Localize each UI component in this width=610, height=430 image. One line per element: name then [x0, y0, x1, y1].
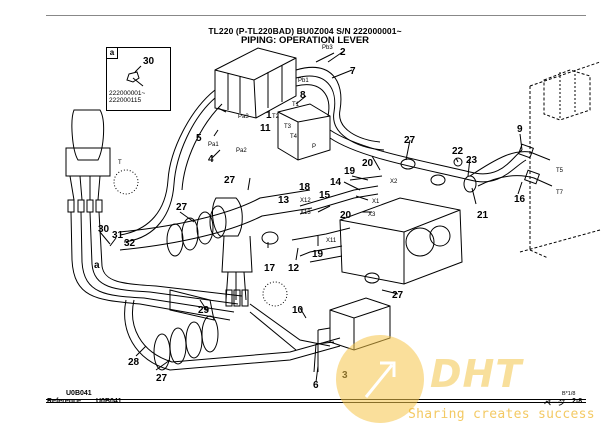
- callout-17: 17: [264, 263, 276, 274]
- callout-14: 14: [330, 177, 342, 188]
- callout-27b: 27: [224, 175, 236, 186]
- port-label-pb3: Pb3: [322, 45, 333, 51]
- port-label-t7: T7: [556, 190, 564, 196]
- callout-19a: 19: [344, 166, 356, 177]
- callout-30: 30: [98, 224, 110, 235]
- bolt-icon: [126, 65, 144, 87]
- callout-11: 11: [260, 123, 271, 134]
- callout-27d: 27: [392, 290, 404, 301]
- callout-23: 23: [466, 155, 478, 166]
- callout-15: 15: [319, 190, 331, 201]
- callout-20b: 20: [340, 210, 352, 221]
- callout-12: 12: [288, 263, 300, 274]
- callout-9: 9: [517, 124, 523, 135]
- callout-a: a: [94, 260, 100, 271]
- left-port-pattern: [113, 169, 139, 195]
- callout-16: 16: [514, 194, 526, 205]
- callout-13: 13: [278, 195, 290, 206]
- right-joystick-grip: [212, 197, 243, 237]
- pump-assembly: [339, 197, 463, 285]
- frame-bottom-line: [46, 399, 586, 400]
- footer-page-marker: B*1/8: [562, 391, 576, 397]
- frame-bottom-line-2: [46, 402, 586, 403]
- callouts: 1 2 3 4 5 6 7 8 9 10 11 12 13 14 15 16 1…: [94, 47, 526, 391]
- port-labels: Pb3 Pb1 Pa3 Pa1 Pa2 T1 T2 T3 T4 T5 T7 X1…: [118, 45, 564, 244]
- port-label-pb1: Pb1: [298, 78, 309, 84]
- right-port-pattern: [262, 281, 288, 307]
- port-label-x11: X11: [326, 238, 337, 244]
- port-label-t4: T4: [290, 134, 298, 140]
- port-label-x12: X12: [300, 198, 311, 204]
- callout-27e: 27: [156, 373, 168, 384]
- inset-serial-from: 222000001~: [109, 90, 146, 97]
- arrow-icon: [364, 361, 396, 398]
- port-label-t: T: [118, 160, 122, 166]
- callout-20a: 20: [362, 158, 374, 169]
- port-label-t5: T5: [556, 168, 564, 174]
- port-label-p: P: [312, 144, 316, 150]
- callout-29: 29: [198, 305, 210, 316]
- callout-32: 32: [124, 238, 136, 249]
- watermark-logo: DHT: [430, 352, 523, 396]
- callout-10: 10: [292, 305, 304, 316]
- callout-27a: 27: [404, 135, 416, 146]
- port-label-x13: X13: [300, 210, 311, 216]
- port-label-t2: T2: [272, 114, 280, 120]
- detail-inset: a 30 222000001~ 222000115: [106, 47, 171, 111]
- port-label-t1: T1: [292, 102, 300, 108]
- callout-31: 31: [112, 230, 124, 241]
- callout-21: 21: [477, 210, 489, 221]
- watermark-tagline: Sharing creates success: [408, 407, 595, 422]
- callout-6: 6: [313, 380, 319, 391]
- callout-1: 1: [266, 110, 272, 121]
- port-label-x1: X1: [372, 199, 380, 205]
- callout-4: 4: [208, 154, 214, 165]
- port-label-x3: X3: [368, 212, 376, 218]
- callout-2: 2: [340, 47, 346, 58]
- callout-28: 28: [128, 357, 140, 368]
- footer-code-top: U0B041: [66, 390, 92, 397]
- port-label-pa2: Pa2: [236, 148, 247, 154]
- diagram-title: TL220 (P-TL220BAD) BU0Z004 S/N 222000001…: [208, 26, 402, 36]
- port-label-x2: X2: [390, 179, 398, 185]
- callout-7: 7: [350, 66, 356, 77]
- left-joystick-grip: [71, 109, 105, 161]
- pilot-valve: [277, 103, 331, 161]
- footer-page-prefix: ページ: [544, 400, 565, 407]
- control-valve-block: [214, 47, 297, 119]
- callout-27c: 27: [176, 202, 188, 213]
- port-label-pa3: Pa3: [238, 114, 249, 120]
- port-label-pa1: Pa1: [208, 142, 219, 148]
- diagram-subtitle: PIPING: OPERATION LEVER: [240, 35, 370, 46]
- footer-page-number: 2-8: [572, 398, 583, 405]
- inset-part-number: 30: [143, 56, 155, 67]
- inset-tag: a: [107, 48, 118, 59]
- callout-18: 18: [299, 182, 311, 193]
- inset-serial-to: 222000115: [109, 97, 142, 104]
- watermark-circle: [336, 335, 424, 423]
- footer-reference-label: Reference: [47, 398, 81, 405]
- port-label-t3: T3: [284, 124, 292, 130]
- frame-top-line: [46, 15, 586, 16]
- callout-5: 5: [196, 133, 202, 144]
- callout-19b: 19: [312, 249, 324, 260]
- callout-22: 22: [452, 146, 464, 157]
- footer-code-bottom: U0B041: [96, 398, 122, 405]
- callout-8: 8: [300, 90, 306, 101]
